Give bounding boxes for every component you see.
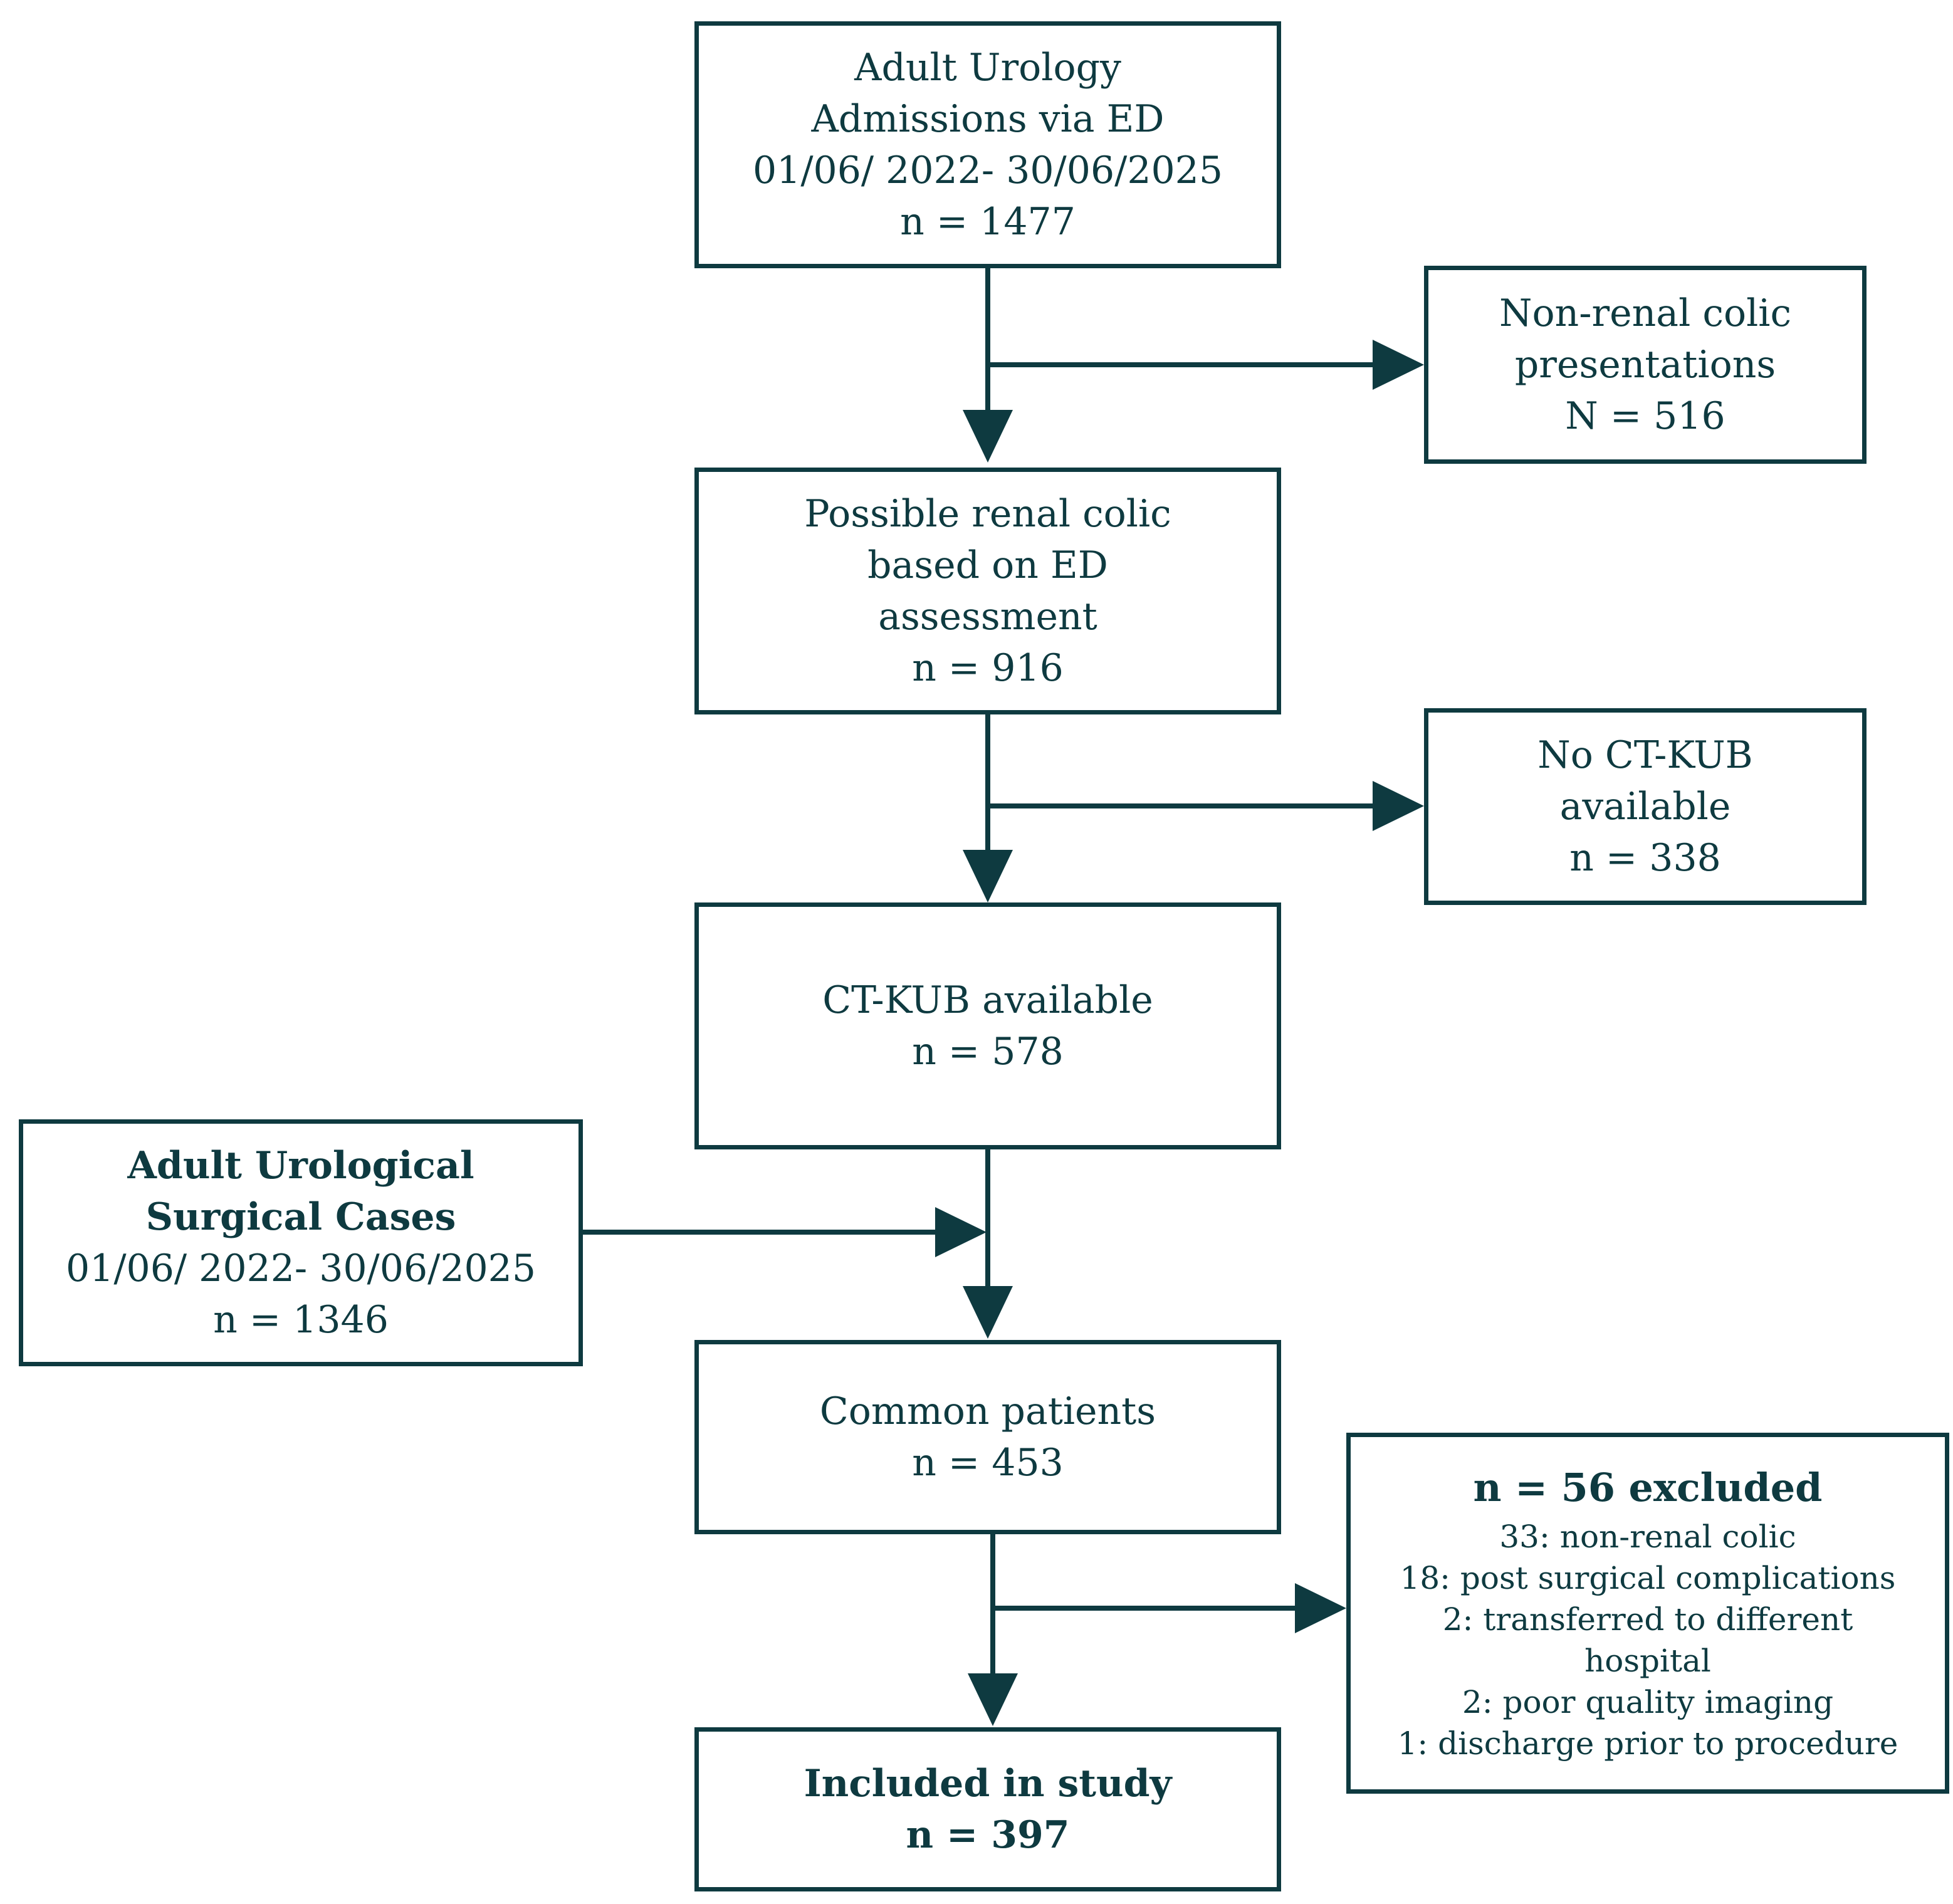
possible-line-2: based on ED (867, 543, 1108, 587)
admissions-box: Adult Urology Admissions via ED 01/06/ 2… (694, 21, 1281, 268)
surgical-date-range: 01/06/ 2022- 30/06/2025 (65, 1247, 537, 1290)
arrowhead-right-excluded (1295, 1583, 1346, 1633)
arrowhead-down-ctkub (963, 850, 1013, 902)
admissions-count: n = 1477 (900, 200, 1076, 244)
admissions-date-range: 01/06/ 2022- 30/06/2025 (752, 149, 1223, 192)
surgical-cases-box: Adult Urological Surgical Cases 01/06/ 2… (19, 1119, 583, 1366)
common-patients-box: Common patients n = 453 (694, 1340, 1281, 1534)
non-renal-line-2: presentations (1514, 343, 1776, 387)
surgical-title-line-2: Surgical Cases (145, 1195, 456, 1239)
surgical-count: n = 1346 (213, 1298, 389, 1342)
arrowhead-right-non-renal (1373, 340, 1424, 390)
ct-kub-available-box: CT-KUB available n = 578 (694, 902, 1281, 1149)
admissions-line-2: Admissions via ED (811, 97, 1165, 141)
no-ct-count: n = 338 (1569, 836, 1721, 880)
no-ct-line-1: No CT-KUB (1537, 733, 1753, 777)
excluded-reason: 2: poor quality imaging (1462, 1684, 1834, 1720)
arrowhead-down-included (968, 1673, 1018, 1726)
possible-renal-colic-box: Possible renal colic based on ED assessm… (694, 468, 1281, 714)
possible-count: n = 916 (912, 646, 1064, 690)
common-count: n = 453 (912, 1441, 1064, 1485)
excluded-reason: 2: transferred to different (1442, 1601, 1853, 1638)
no-ct-line-2: available (1559, 785, 1731, 829)
included-line-1: Included in study (804, 1762, 1172, 1806)
excluded-reason: hospital (1584, 1643, 1711, 1679)
excluded-title: n = 56 excluded (1473, 1465, 1823, 1510)
arrowhead-right-no-ctkub (1373, 781, 1424, 831)
non-renal-count: N = 516 (1565, 394, 1725, 438)
excluded-reason: 18: post surgical complications (1400, 1560, 1896, 1596)
arrowhead-down-common (963, 1286, 1013, 1339)
admissions-line-1: Adult Urology (854, 46, 1121, 90)
non-renal-box: Non-renal colic presentations N = 516 (1424, 266, 1867, 464)
possible-line-3: assessment (878, 595, 1097, 639)
common-line-1: Common patients (819, 1389, 1156, 1433)
excluded-reason: 1: discharge prior to procedure (1397, 1725, 1898, 1762)
arrowhead-right-merge (935, 1207, 987, 1257)
no-ct-kub-box: No CT-KUB available n = 338 (1424, 708, 1867, 905)
excluded-reason: 33: non-renal colic (1499, 1519, 1796, 1555)
ctkub-line-1: CT-KUB available (822, 978, 1153, 1022)
excluded-box: n = 56 excluded 33: non-renal colic 18: … (1346, 1433, 1949, 1794)
included-box: Included in study n = 397 (694, 1727, 1281, 1891)
surgical-title-line-1: Adult Urological (127, 1144, 474, 1188)
non-renal-line-1: Non-renal colic (1499, 291, 1792, 335)
included-count: n = 397 (906, 1813, 1070, 1857)
ctkub-count: n = 578 (912, 1030, 1064, 1074)
possible-line-1: Possible renal colic (804, 492, 1171, 536)
arrowhead-down-possible (963, 410, 1013, 463)
